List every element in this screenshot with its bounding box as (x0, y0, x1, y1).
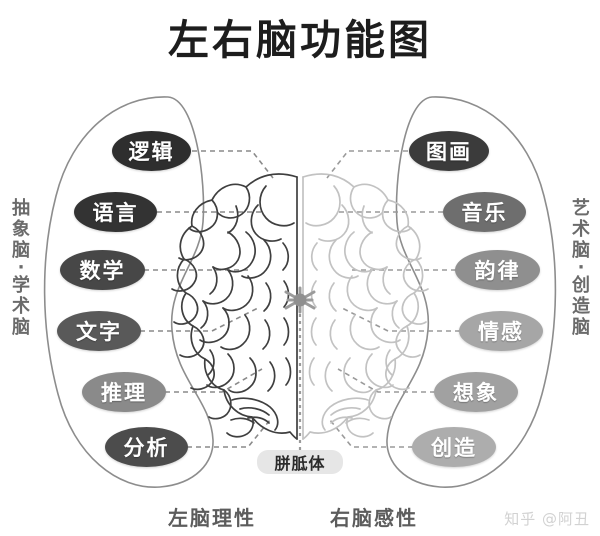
bubble-right-4-label: 情感 (478, 320, 524, 344)
right-hemisphere (302, 173, 429, 440)
connector-left-1 (192, 150, 274, 179)
bubble-right-3-label: 韵律 (474, 259, 521, 283)
bubble-right-1[interactable]: 图画 (409, 131, 489, 171)
left-side-caption-line1: 抽象脑 (12, 198, 30, 261)
corpus-callosum-label-text: 胼胝体 (274, 454, 326, 473)
corpus-callosum-label[interactable]: 胼胝体 (257, 450, 343, 474)
right-connectors (326, 150, 460, 448)
left-side-caption-dot: · (17, 257, 25, 278)
bubble-left-2-label: 语言 (92, 201, 139, 225)
bubble-right-6-label: 创造 (431, 436, 477, 460)
watermark: 知乎 @阿丑 (504, 510, 590, 528)
bubble-left-2[interactable]: 语言 (74, 192, 157, 232)
connector-right-1 (326, 150, 408, 179)
left-side-caption-line2: 学术脑 (12, 275, 30, 338)
right-side-caption-line1: 艺术脑 (572, 198, 590, 261)
bubble-left-3[interactable]: 数学 (60, 250, 145, 290)
left-connectors (140, 150, 274, 448)
bubble-right-3[interactable]: 韵律 (455, 250, 540, 290)
bubble-right-5[interactable]: 想象 (434, 372, 518, 412)
right-brain-caption: 右脑感性 (330, 506, 418, 530)
connector-right-4 (341, 307, 460, 332)
bubble-right-6[interactable]: 创造 (412, 427, 496, 467)
bubble-left-4[interactable]: 文字 (57, 311, 141, 351)
connector-right-5 (337, 368, 435, 393)
bubble-right-2-label: 音乐 (461, 201, 508, 225)
bubble-right-2[interactable]: 音乐 (443, 192, 526, 232)
page-title: 左右脑功能图 (168, 16, 432, 64)
connector-left-4 (140, 307, 259, 332)
bubble-left-5[interactable]: 推理 (82, 372, 166, 412)
connector-left-5 (165, 368, 263, 393)
corpus-callosum-node (284, 286, 316, 314)
left-brain-caption: 左脑理性 (168, 506, 256, 530)
bubble-left-6[interactable]: 分析 (105, 427, 188, 467)
right-side-caption-line2: 创造脑 (572, 275, 590, 338)
right-side-caption-dot: · (577, 257, 585, 278)
bubble-right-1-label: 图画 (426, 140, 472, 164)
bubble-left-3-label: 数学 (79, 259, 126, 283)
connector-right-6 (329, 419, 413, 448)
bubble-left-1[interactable]: 逻辑 (112, 131, 191, 171)
left-hemisphere (171, 173, 298, 440)
connector-left-6 (187, 419, 271, 448)
bubble-left-1-label: 逻辑 (128, 140, 175, 164)
bubble-left-4-label: 文字 (76, 320, 122, 344)
bubble-left-6-label: 分析 (123, 436, 170, 460)
left-side-caption: 抽象脑 · 学术脑 (6, 198, 36, 338)
bubble-left-5-label: 推理 (101, 381, 147, 405)
bubble-right-5-label: 想象 (453, 381, 499, 405)
bubble-right-4[interactable]: 情感 (459, 311, 543, 351)
right-side-caption: 艺术脑 · 创造脑 (566, 198, 596, 338)
